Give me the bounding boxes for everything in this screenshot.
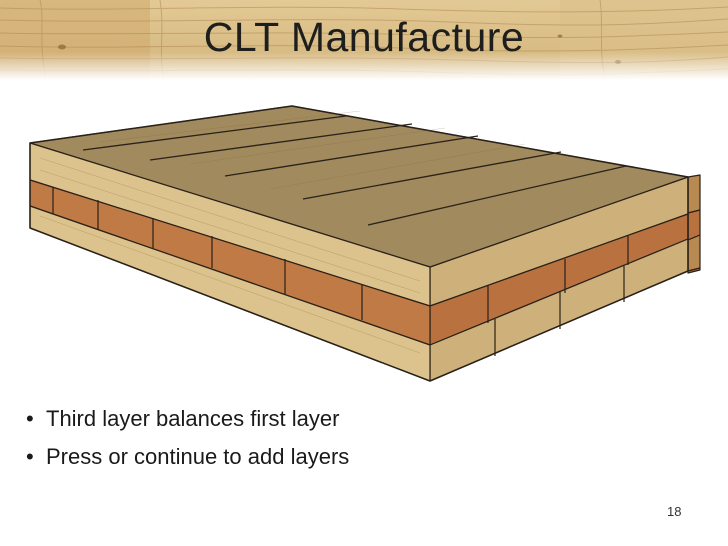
bullet-item: • Third layer balances first layer — [26, 400, 349, 438]
bullet-text: Third layer balances first layer — [46, 406, 340, 431]
bullet-list: • Third layer balances first layer • Pre… — [26, 400, 349, 476]
wood-banner — [0, 0, 728, 80]
clt-panel-illustration — [29, 105, 701, 382]
bullet-item: • Press or continue to add layers — [26, 438, 349, 476]
bullet-marker: • — [26, 406, 34, 431]
slide-title: CLT Manufacture — [203, 14, 525, 60]
page-number: 18 — [667, 504, 682, 519]
bullet-marker: • — [26, 444, 34, 469]
bullet-text: Press or continue to add layers — [46, 444, 350, 469]
